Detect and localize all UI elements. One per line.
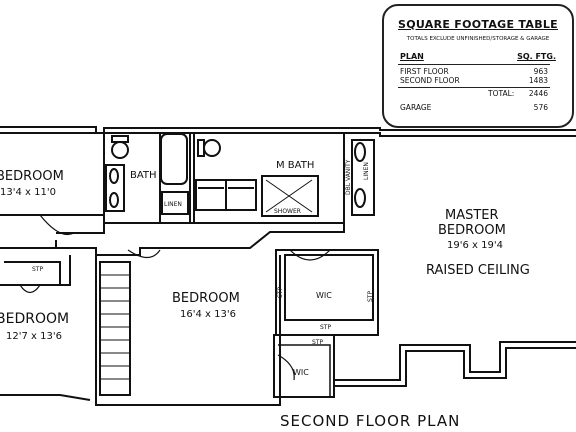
- sink-left-2: [109, 192, 119, 208]
- plan-title: SECOND FLOOR PLAN: [280, 412, 461, 430]
- shower-label: SHOWER: [274, 208, 301, 215]
- linen-label: LINEN: [164, 201, 182, 208]
- total-label: TOTAL:: [488, 89, 515, 98]
- linen-vert-label: LINEN: [363, 162, 370, 180]
- dbl-vanity-label: DBL VANITY: [345, 159, 352, 195]
- bedroom-left-bottom-name: BEDROOM: [0, 311, 69, 327]
- stp-b-label: STP: [367, 291, 374, 302]
- bathtub: [160, 133, 188, 185]
- garage-value: 576: [533, 103, 548, 112]
- table-title: SQUARE FOOTAGE TABLE: [397, 18, 559, 31]
- bedroom-center-name: BEDROOM: [172, 291, 240, 306]
- stairs: [99, 261, 131, 396]
- master-line2: BEDROOM: [438, 223, 506, 238]
- master-line1: MASTER: [445, 208, 499, 223]
- bath-label: BATH: [130, 170, 157, 181]
- col-plan-header: PLAN: [400, 52, 424, 61]
- bath-divider: [159, 133, 191, 223]
- sink-left-1: [109, 168, 119, 184]
- exterior-wall-top: [0, 126, 576, 134]
- table-note: TOTALS EXCLUDE UNFINISHED/STORAGE & GARA…: [406, 36, 550, 42]
- sink-right-2: [354, 188, 366, 208]
- door-swings: [19, 214, 331, 381]
- wic-master: [284, 254, 374, 321]
- stp-left: [4, 261, 61, 285]
- row-second-floor-label: SECOND FLOOR: [400, 76, 460, 85]
- row-first-floor-label: FIRST FLOOR: [400, 67, 449, 76]
- stp-left-label: STP: [32, 266, 43, 273]
- row-first-floor-value: 963: [533, 67, 548, 76]
- vanity-left: [105, 164, 125, 212]
- master-ceiling: RAISED CEILING: [426, 263, 530, 278]
- stp-a-label: STP: [277, 287, 284, 298]
- mbath-block: [193, 132, 345, 224]
- wic-master-label: WIC: [316, 291, 332, 300]
- left-bedroom-bottom: [0, 394, 91, 401]
- bedroom-left-top-dims: 13'4 x 11'0: [0, 187, 56, 198]
- hall-walls: [0, 214, 345, 256]
- toilet-left: [111, 141, 129, 159]
- total-value: 2446: [528, 89, 548, 98]
- col-sqft-header: SQ. FTG.: [517, 52, 556, 61]
- center-bedroom-walls: [95, 255, 281, 406]
- stp-d-label: STP: [312, 339, 323, 346]
- garage-label: GARAGE: [400, 103, 432, 112]
- table-rule-2: [398, 87, 550, 88]
- square-footage-table: SQUARE FOOTAGE TABLE TOTALS EXCLUDE UNFI…: [382, 4, 574, 128]
- linen-closet: [161, 191, 189, 215]
- table-rule: [398, 64, 550, 65]
- mbath-label: M BATH: [276, 160, 314, 171]
- wic-small: [273, 334, 335, 398]
- master-dims: 19'6 x 19'4: [447, 240, 503, 251]
- sink-right-1: [354, 142, 366, 162]
- toilet-mbath: [203, 139, 221, 157]
- bedroom-left-top-name: BEDROOM: [0, 169, 64, 184]
- bedroom-center-dims: 16'4 x 13'6: [180, 309, 236, 320]
- master-lower-walls: [334, 341, 576, 381]
- row-second-floor-value: 1483: [528, 76, 548, 85]
- left-bedroom-walls: [0, 240, 71, 286]
- vanity-right: [351, 139, 375, 216]
- stp-c-label: STP: [320, 324, 331, 331]
- shower: [261, 175, 319, 217]
- bedroom-left-bottom-dims: 12'7 x 13'6: [6, 331, 62, 342]
- wic-small-label: WIC: [293, 368, 309, 377]
